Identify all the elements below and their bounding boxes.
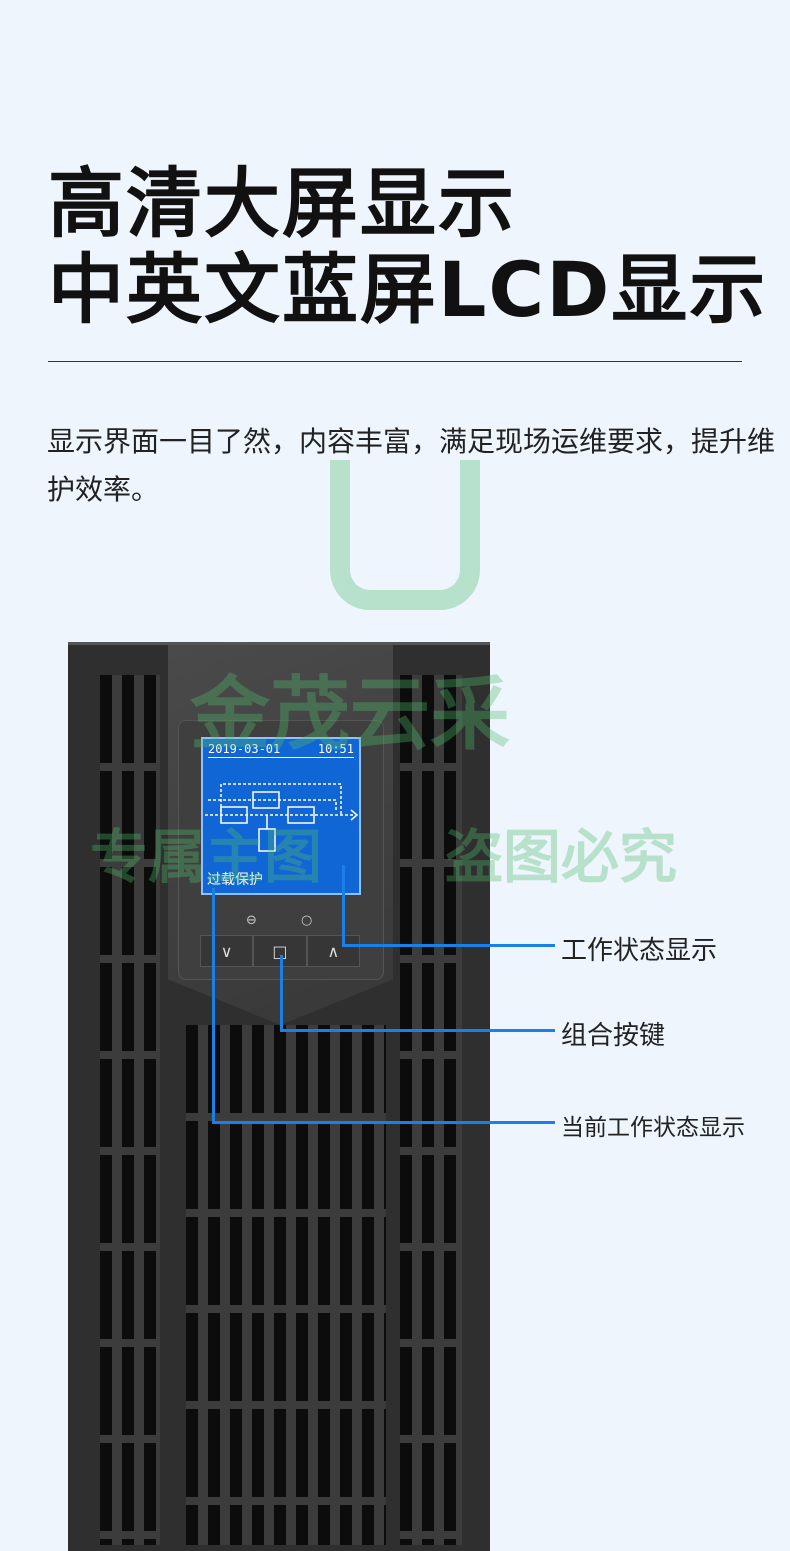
vent-right (400, 675, 462, 1545)
callout-line (280, 1029, 555, 1032)
vent-left (100, 675, 160, 1545)
lcd-time: 10:51 (317, 742, 354, 756)
minus-symbol: ⊖ (246, 913, 257, 928)
ups-product-image: 2019-03-01 10:51 过载保护 ⊖ ○ ∨ □ ∧ (68, 642, 490, 1551)
callout-work-status: 工作状态显示 (561, 936, 718, 966)
headline-line-1: 高清大屏显示 (48, 159, 516, 248)
lcd-date: 2019-03-01 (208, 742, 281, 756)
callout-buttons: 组合按键 (561, 1021, 666, 1051)
divider (48, 361, 742, 362)
power-flow-diagram-icon (205, 783, 359, 852)
headline-line-2: 中英文蓝屏LCD显示 (48, 245, 768, 334)
vent-center (186, 1025, 386, 1545)
power-symbol: ○ (301, 913, 313, 928)
lcd-screen: 2019-03-01 10:51 过载保护 (201, 737, 361, 895)
callout-line (342, 865, 345, 947)
description: 显示界面一目了然，内容丰富，满足现场运维要求，提升维护效率。 (47, 425, 776, 506)
callout-line (280, 955, 283, 1032)
up-button[interactable]: ∧ (306, 935, 360, 967)
callout-line (212, 1121, 555, 1124)
lcd-status: 过载保护 (207, 872, 263, 888)
enter-button[interactable]: □ (253, 935, 307, 967)
callout-line (342, 944, 555, 947)
down-button[interactable]: ∨ (200, 935, 254, 967)
callout-current-status: 当前工作状态显示 (561, 1115, 745, 1141)
callout-line (212, 888, 215, 1124)
